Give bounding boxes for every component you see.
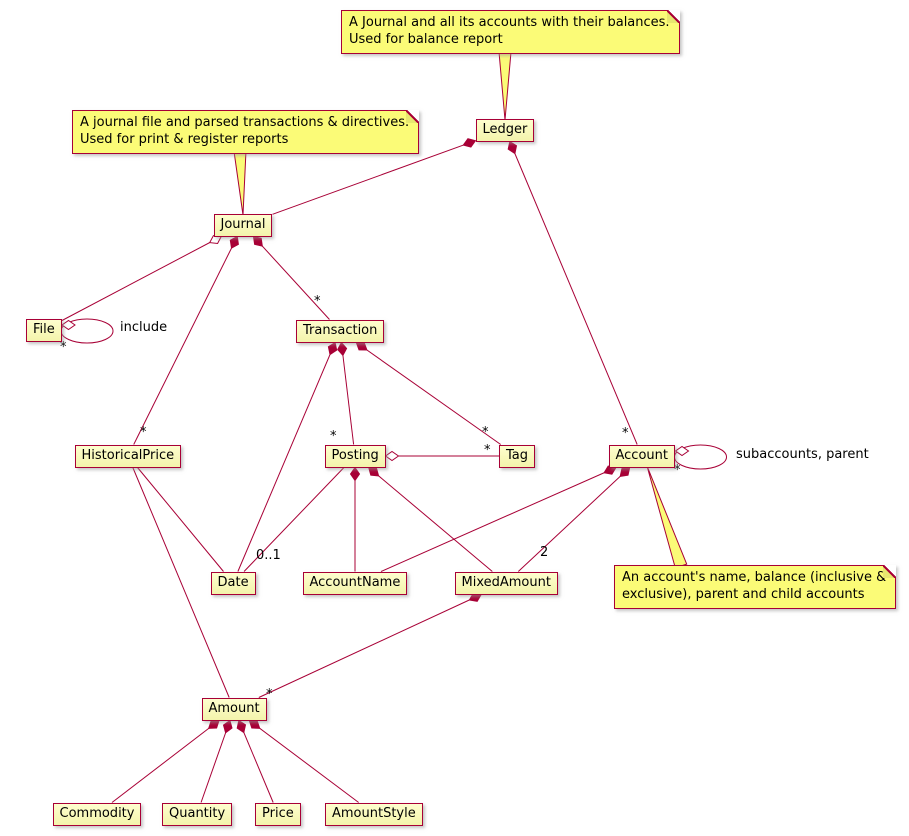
note-connector xyxy=(498,51,512,121)
note-account-note: An account's name, balance (inclusive & e… xyxy=(614,565,897,609)
composition-diamond xyxy=(368,466,380,477)
note-text: Used for balance report xyxy=(349,32,503,47)
edge-Posting-MixedAmount xyxy=(368,467,493,572)
edge-label: * xyxy=(330,429,337,444)
note-connector xyxy=(646,465,688,569)
class-Ledger: Ledger xyxy=(475,118,535,142)
class-File: File xyxy=(26,318,62,342)
aggregation-diamond xyxy=(61,319,76,331)
edge-Transaction-Posting xyxy=(340,342,355,445)
note-text: exclusive), parent and child accounts xyxy=(622,587,865,602)
note-ledger-note: A Journal and all its accounts with thei… xyxy=(341,10,680,54)
edge-Transaction-Date xyxy=(237,342,336,572)
composition-diamond xyxy=(462,138,477,148)
edge-label: * xyxy=(484,443,491,458)
edge-HistoricalPrice-Amount xyxy=(132,467,230,698)
edge-label: * xyxy=(266,687,273,702)
edge-label: * xyxy=(140,425,147,440)
edge-label: * xyxy=(674,463,681,478)
note-text: An account's name, balance (inclusive & xyxy=(622,570,887,585)
note-text: A Journal and all its accounts with thei… xyxy=(349,15,670,30)
composition-diamond xyxy=(229,235,239,249)
class-Commodity: Commodity xyxy=(52,802,142,826)
class-Tag: Tag xyxy=(499,444,536,468)
edge-HistoricalPrice-Date xyxy=(137,467,224,572)
class-Amount: Amount xyxy=(201,697,267,721)
edge-Ledger-Account xyxy=(509,141,638,445)
composition-diamond xyxy=(208,719,220,729)
composition-diamond xyxy=(248,719,261,729)
edge-label: subaccounts, parent xyxy=(736,447,869,462)
class-HistoricalPrice: HistoricalPrice xyxy=(74,444,182,468)
edge-label: * xyxy=(622,426,629,441)
edge-Journal-File xyxy=(61,236,222,321)
class-Posting: Posting xyxy=(324,444,386,468)
edge-label: * xyxy=(482,425,489,440)
class-Journal: Journal xyxy=(213,213,273,237)
composition-diamond xyxy=(337,341,348,357)
class-AccountName: AccountName xyxy=(302,571,408,595)
note-text: A journal file and parsed transactions &… xyxy=(80,115,410,130)
class-Date: Date xyxy=(210,571,256,595)
composition-diamond xyxy=(252,235,263,247)
note-connector xyxy=(233,150,247,216)
edge-label: 0..1 xyxy=(256,548,281,563)
class-MixedAmount: MixedAmount xyxy=(454,571,558,595)
aggregation-diamond xyxy=(674,445,690,457)
aggregation-diamond xyxy=(384,450,400,462)
class-Transaction: Transaction xyxy=(296,319,385,343)
composition-diamond xyxy=(619,466,631,478)
edge-label: * xyxy=(60,340,67,355)
class-Price: Price xyxy=(255,802,301,826)
edge-Ledger-Journal xyxy=(272,140,476,215)
edge-Amount-Commodity xyxy=(111,720,220,803)
class-Quantity: Quantity xyxy=(162,802,233,826)
edge-Journal-HistoricalPrice xyxy=(133,236,238,445)
edge-label: 2 xyxy=(540,545,549,560)
edge-Amount-Quantity xyxy=(200,720,231,803)
edge-Journal-Transaction xyxy=(253,236,330,320)
class-AmountStyle: AmountStyle xyxy=(325,802,423,826)
edge-Posting-Date xyxy=(243,467,345,572)
edge-Transaction-Tag xyxy=(355,342,502,445)
composition-diamond xyxy=(507,140,518,155)
edge-Amount-Price xyxy=(238,720,274,803)
composition-diamond xyxy=(355,341,368,351)
edge-Amount-AmountStyle xyxy=(249,720,359,803)
class-Account: Account xyxy=(608,444,675,468)
note-journal-note: A journal file and parsed transactions &… xyxy=(72,110,420,154)
composition-diamond xyxy=(349,466,361,482)
edge-label: * xyxy=(314,294,321,309)
note-text: Used for print & register reports xyxy=(80,132,289,147)
edge-Account-AccountName xyxy=(380,467,617,572)
edge-label: include xyxy=(120,320,168,335)
composition-diamond xyxy=(222,719,233,734)
aggregation-diamond xyxy=(208,235,222,245)
composition-diamond xyxy=(236,719,247,734)
edge-MixedAmount-Amount xyxy=(258,594,482,698)
edge-Account-MixedAmount xyxy=(517,467,631,572)
composition-diamond xyxy=(327,341,338,356)
